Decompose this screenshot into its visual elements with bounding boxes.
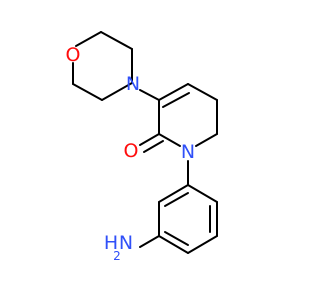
amine-group-label: H N 2: [104, 232, 133, 263]
bond-carbonyl-1: [139, 133, 160, 146]
carbonyl-oxygen-label: O: [124, 140, 139, 162]
bond-ph-6: [158, 184, 189, 203]
bond-ph-4-inner: [164, 231, 189, 246]
morpholine-nitrogen-label: N: [126, 73, 140, 95]
molecule-canvas: O N O N H N 2: [0, 0, 300, 300]
bond-c1-c2: [100, 31, 133, 50]
bond-ph-nh2: [139, 235, 160, 248]
molecule-structure: O N O N H N 2: [0, 0, 300, 300]
amine-n-label: N: [119, 232, 133, 254]
bond-c3-c4-ring: [158, 83, 189, 101]
bond-n-c3: [101, 82, 133, 101]
bond-c3-c4-double: [162, 92, 190, 108]
background: [0, 0, 300, 300]
bond-c3-c4: [72, 83, 103, 101]
atom-labels: O N O N H N 2: [66, 44, 196, 263]
bond-ph-3: [187, 235, 218, 254]
bond-carbonyl-2: [143, 140, 164, 153]
bond-c6-n1: [195, 133, 218, 147]
bond-o-c1: [75, 31, 102, 47]
ring-nitrogen-label: N: [181, 141, 195, 163]
bond-morph-n-c3: [139, 89, 160, 101]
bond-ph-1: [187, 184, 218, 203]
bond-ph-6-inner: [164, 192, 189, 207]
amine-subscript-label: 2: [113, 249, 121, 263]
bond-ph-4: [158, 235, 189, 254]
amine-h-label: H: [104, 232, 118, 254]
bonds: [72, 31, 218, 254]
bond-n1-c2: [158, 133, 181, 147]
morpholine-oxygen-label: O: [66, 44, 81, 66]
bond-c4-c5: [187, 83, 218, 101]
